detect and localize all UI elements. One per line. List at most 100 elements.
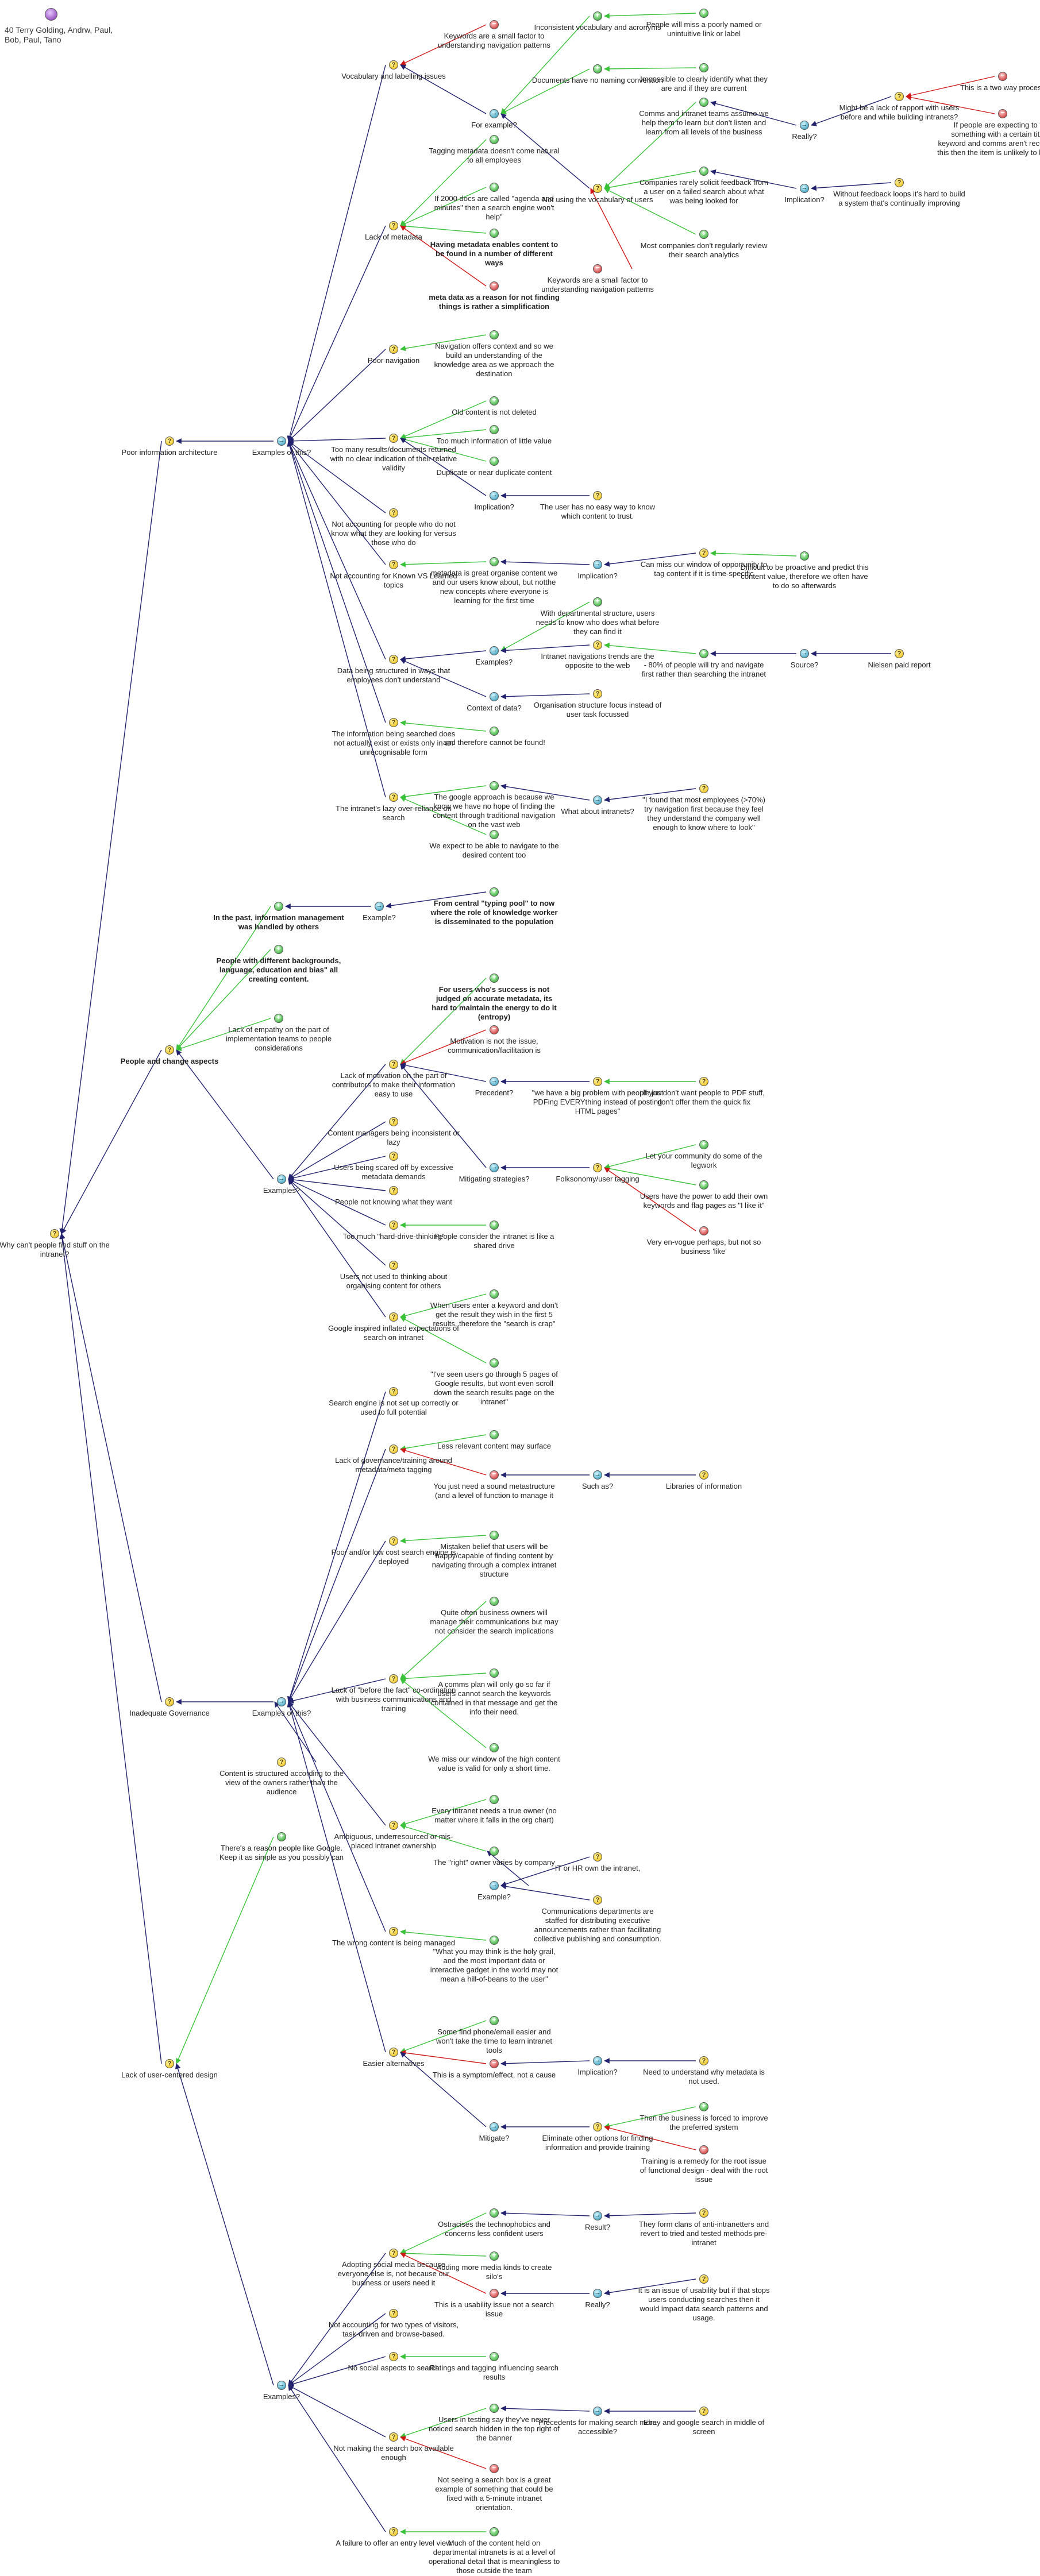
map-node[interactable]: Comms and intranet teams assume we help … — [638, 96, 770, 137]
map-node[interactable]: Precedents for making search more access… — [531, 2406, 664, 2436]
map-node[interactable]: Not making the search box available enou… — [328, 2432, 460, 2462]
map-node[interactable]: It is an issue of usability but if that … — [638, 2274, 770, 2323]
map-node[interactable]: Duplicate or near duplicate content — [428, 455, 560, 477]
map-node[interactable]: "What you may think is the holy grail, a… — [428, 1934, 560, 1984]
map-node[interactable]: Implication? — [531, 2056, 664, 2077]
map-node[interactable]: Data being structured in ways that emplo… — [328, 655, 460, 685]
map-node[interactable]: Search engine is not set up correctly or… — [328, 1387, 460, 1417]
map-node[interactable]: Inadequate Governance — [103, 1697, 236, 1718]
map-node[interactable]: meta data as a reason for not finding th… — [428, 280, 560, 311]
map-node[interactable]: The google approach is because we know w… — [428, 780, 560, 829]
map-node[interactable]: Mistaken belief that users will be happy… — [428, 1530, 560, 1579]
map-node[interactable]: If people are expecting to find somethin… — [937, 108, 1040, 157]
map-node[interactable]: Navigation offers context and so we buil… — [428, 329, 560, 379]
map-node[interactable]: "I've seen users go through 5 pages of G… — [428, 1357, 560, 1407]
map-node[interactable]: The information being searched does not … — [328, 718, 460, 757]
map-node[interactable]: The "right" owner varies by company — [428, 1845, 560, 1867]
map-node[interactable]: Ebay and google search in middle of scre… — [638, 2407, 770, 2436]
map-node[interactable]: Having metadata enables content to be fo… — [428, 227, 560, 268]
map-node[interactable]: Keywords are a small factor to understan… — [428, 19, 560, 50]
map-node[interactable]: Keywords are a small factor to understan… — [531, 263, 664, 294]
map-node[interactable]: The wrong content is being managed — [328, 1927, 460, 1948]
map-node[interactable]: Too much "hard-drive-thinking" — [328, 1221, 460, 1241]
map-node[interactable]: The user has no easy way to know which c… — [531, 491, 664, 521]
map-node[interactable]: Not using the vocabulary of users — [531, 184, 664, 204]
map-node[interactable]: People with different backgrounds, langu… — [213, 944, 345, 984]
map-node[interactable]: When users enter a keyword and don't get… — [428, 1288, 560, 1328]
map-node[interactable]: A failure to offer an entry level view — [328, 2527, 460, 2548]
map-node[interactable]: Lack of metadata — [328, 221, 460, 242]
map-node[interactable]: Then the business is forced to improve t… — [638, 2101, 770, 2132]
map-node[interactable]: Mitigate? — [428, 2122, 560, 2143]
map-node[interactable]: For example? — [428, 109, 560, 130]
map-node[interactable]: Content managers being inconsistent or l… — [328, 1117, 460, 1147]
map-node[interactable]: Documents have no naming convention — [531, 63, 664, 85]
map-node[interactable]: You just need a sound metastructure (and… — [428, 1469, 560, 1500]
map-node[interactable]: Less relevant content may surface — [428, 1429, 560, 1451]
map-node[interactable]: Example? — [313, 901, 445, 922]
map-node[interactable]: Organisation structure focus instead of … — [531, 689, 664, 719]
map-node[interactable]: People not knowing what they want — [328, 1186, 460, 1207]
map-node[interactable]: Poor navigation — [328, 345, 460, 365]
map-node[interactable]: Users in testing say they've never notic… — [428, 2403, 560, 2443]
map-node[interactable]: Too many results/documents returned with… — [328, 434, 460, 473]
map-node[interactable]: This is a usability issue not a search i… — [428, 2288, 560, 2319]
map-node[interactable]: Eliminate other options for finding info… — [531, 2122, 664, 2152]
map-node[interactable]: Content is structured according to the v… — [215, 1758, 348, 1797]
map-node[interactable]: Google inspired inflated expectations of… — [328, 1312, 460, 1342]
map-node[interactable]: Impossible to clearly identify what they… — [638, 62, 770, 93]
map-node[interactable]: Really? — [531, 2288, 664, 2309]
map-node[interactable]: From central "typing pool" to now where … — [428, 886, 560, 926]
map-node[interactable]: Implication? — [428, 491, 560, 512]
map-node[interactable]: We miss our window of the high content v… — [428, 1742, 560, 1773]
map-node[interactable]: Examples? — [428, 646, 560, 667]
map-node[interactable]: Some find phone/email easier and won't t… — [428, 2015, 560, 2055]
map-node[interactable]: Such as? — [531, 1470, 664, 1491]
map-node[interactable]: Mitigating strategies? — [428, 1163, 560, 1184]
map-node[interactable]: Ratings and tagging influencing search r… — [428, 2351, 560, 2382]
map-node[interactable]: Nielsen paid report — [833, 649, 965, 670]
map-node[interactable]: The intranet's lazy over-reliance on sea… — [328, 793, 460, 822]
map-node[interactable]: Precedent? — [428, 1076, 560, 1098]
map-node[interactable]: Really? — [738, 120, 870, 141]
map-node[interactable]: Implication? — [738, 183, 870, 204]
map-node[interactable]: Users have the power to add their own ke… — [638, 1179, 770, 1210]
map-node[interactable]: if you don't want people to PDF stuff, d… — [638, 1077, 770, 1107]
map-node[interactable]: "we have a big problem with people just … — [531, 1077, 664, 1116]
map-node[interactable]: Not accounting for people who do not kno… — [328, 508, 460, 547]
map-node[interactable]: Most companies don't regularly review th… — [638, 229, 770, 260]
map-node[interactable]: Inconsistent vocabulary and acronyms — [531, 10, 664, 32]
map-node[interactable]: Lack of "before the fact" co-ordination … — [328, 1674, 460, 1713]
map-node[interactable]: Examples? — [215, 1174, 348, 1195]
map-node[interactable]: Not seeing a search box is a great examp… — [428, 2463, 560, 2512]
map-node[interactable]: Lack of user-centered design — [103, 2059, 236, 2080]
map-node[interactable]: Old content is not deleted — [428, 395, 560, 417]
map-node[interactable]: Ambiguous, underresourced or mis-placed … — [328, 1821, 460, 1851]
map-node[interactable]: This is a two way process — [937, 71, 1040, 92]
map-node[interactable]: IT or HR own the intranet, — [531, 1852, 664, 1873]
map-node[interactable]: Intranet navigations trends are the oppo… — [531, 640, 664, 670]
map-node[interactable]: Communications departments are staffed f… — [531, 1895, 664, 1944]
map-node[interactable]: Examples? — [215, 2380, 348, 2401]
map-node[interactable]: Adopting social media because everyone e… — [328, 2249, 460, 2288]
map-node[interactable]: Much of the content held on departmental… — [428, 2526, 560, 2575]
map-node[interactable]: Context of data? — [428, 692, 560, 713]
map-node[interactable]: Too much information of little value — [428, 424, 560, 446]
map-node[interactable]: Not accounting for Known VS Learned topi… — [328, 560, 460, 590]
map-node[interactable]: For users who's success is not judged on… — [428, 972, 560, 1022]
map-node[interactable]: Users being scared off by excessive meta… — [328, 1152, 460, 1181]
map-node[interactable]: Poor information architecture — [103, 437, 236, 457]
map-node[interactable]: and therefore cannot be found! — [428, 725, 560, 747]
map-node[interactable]: Tagging metadata doesn't come natural to… — [428, 134, 560, 165]
map-node[interactable]: Every intranet needs a true owner (no ma… — [428, 1794, 560, 1825]
map-node[interactable]: They form clans of anti-intranetters and… — [638, 2208, 770, 2247]
map-node[interactable]: Implication? — [531, 559, 664, 581]
map-node[interactable]: A comms plan will only go so far if user… — [428, 1667, 560, 1717]
map-node[interactable]: With departmental structure, users needs… — [531, 596, 664, 636]
map-node[interactable]: No social aspects to search — [328, 2352, 460, 2373]
map-node[interactable]: Ostracises the technophobics and concern… — [428, 2207, 560, 2238]
map-node[interactable]: Users not used to thinking about organis… — [328, 1261, 460, 1291]
map-node[interactable]: Lack of governance/training around metad… — [328, 1445, 460, 1474]
map-node[interactable]: Without feedback loops it's hard to buil… — [833, 178, 965, 208]
map-node[interactable]: Need to understand why metadata is not u… — [638, 2056, 770, 2086]
